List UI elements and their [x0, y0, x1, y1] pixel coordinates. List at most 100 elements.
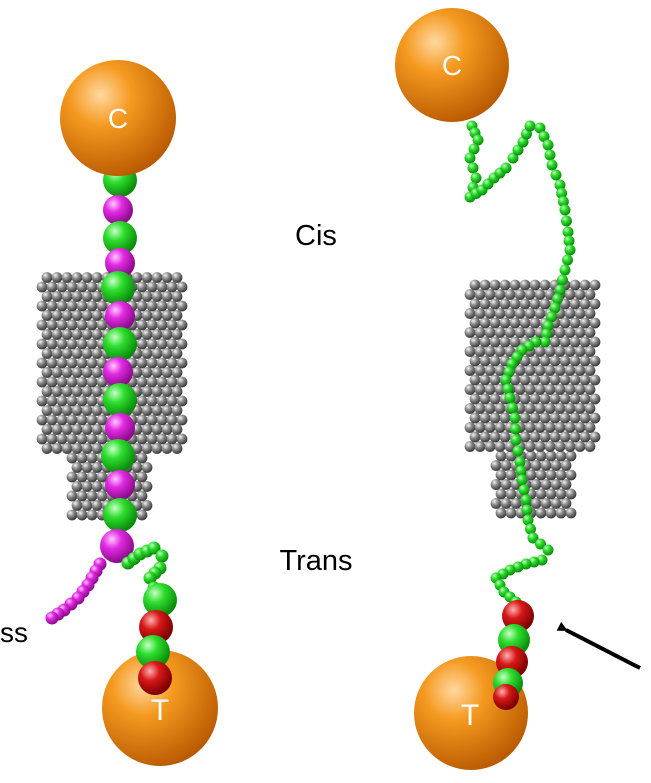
- pore-bead: [176, 433, 188, 445]
- pore-bead: [71, 500, 83, 511]
- pore-bead: [484, 327, 496, 338]
- green-chain-bead: [557, 274, 568, 286]
- red-bead: [138, 661, 172, 695]
- pore-bead: [589, 431, 601, 443]
- pore-bead: [81, 500, 93, 511]
- green-chain-bead: [557, 196, 569, 208]
- pore-bead: [141, 310, 153, 321]
- pore-bead: [66, 376, 78, 388]
- pore-bead: [96, 414, 108, 426]
- pore-bead: [499, 279, 511, 291]
- pore-bead: [56, 395, 68, 407]
- pore-bead: [56, 281, 68, 293]
- pore-bead: [509, 317, 521, 329]
- pore-bead: [574, 403, 586, 414]
- pore-bead: [156, 376, 168, 388]
- pore-bead: [560, 460, 572, 471]
- pore-bead: [484, 289, 496, 300]
- green-bead: [101, 271, 135, 305]
- pore-bead: [141, 386, 153, 397]
- right-nanopore: [464, 279, 601, 519]
- pore-bead: [141, 272, 153, 283]
- pore-bead: [479, 412, 491, 424]
- pore-bead: [156, 281, 168, 293]
- pore-bead: [474, 384, 486, 395]
- pore-bead: [61, 405, 73, 416]
- pore-bead: [529, 431, 541, 443]
- pore-bead: [579, 336, 591, 348]
- pore-bead: [564, 308, 576, 319]
- pore-bead: [519, 412, 531, 424]
- pore-bead: [141, 291, 153, 302]
- green-chain-bead: [538, 131, 550, 142]
- pore-bead: [555, 488, 567, 500]
- pore-bead: [171, 310, 183, 321]
- pore-bead: [559, 336, 571, 348]
- pore-bead: [494, 365, 506, 376]
- green-chain-bead: [539, 336, 551, 348]
- pore-bead: [91, 291, 103, 302]
- right-polymer-chain: [464, 120, 576, 710]
- pore-bead: [545, 507, 557, 519]
- green-chain-bead: [554, 179, 566, 191]
- green-bead: [103, 327, 137, 361]
- pore-bead: [91, 424, 103, 435]
- pore-bead: [584, 403, 596, 414]
- pore-bead: [86, 357, 98, 369]
- pore-bead: [524, 441, 536, 452]
- pore-bead: [529, 393, 541, 405]
- pore-bead: [584, 441, 596, 452]
- pore-bead: [51, 310, 63, 321]
- pore-bead: [494, 384, 506, 395]
- pore-bead: [81, 424, 93, 435]
- pore-bead: [495, 450, 507, 462]
- pore-bead: [61, 348, 73, 359]
- pore-bead: [519, 298, 531, 310]
- pore-bead: [469, 412, 481, 424]
- pore-bead: [146, 281, 158, 293]
- left-polymer-chain: [45, 163, 169, 625]
- pore-bead: [76, 319, 88, 331]
- pore-bead: [469, 298, 481, 310]
- pore-bead: [574, 384, 586, 395]
- pore-bead: [589, 355, 601, 367]
- pore-bead: [66, 338, 78, 350]
- pore-bead: [41, 443, 53, 454]
- pore-bead: [96, 376, 108, 388]
- pore-bead: [56, 433, 68, 445]
- pore-bead: [495, 488, 507, 500]
- pore-bead: [171, 348, 183, 359]
- pore-bead: [36, 395, 48, 407]
- pore-bead: [495, 469, 507, 481]
- green-chain-bead: [515, 465, 527, 477]
- pore-bead: [136, 357, 148, 369]
- pore-bead: [579, 298, 591, 310]
- pore-bead: [549, 374, 561, 386]
- pore-bead: [514, 327, 526, 338]
- pore-bead: [141, 367, 153, 378]
- pore-bead: [76, 357, 88, 369]
- pore-bead: [544, 441, 556, 452]
- pore-bead: [156, 395, 168, 407]
- pore-bead: [171, 443, 183, 454]
- green-chain-bead: [464, 152, 476, 164]
- pore-bead: [176, 357, 188, 369]
- pore-bead: [136, 300, 148, 312]
- green-chain-bead: [556, 187, 568, 199]
- pore-bead: [156, 357, 168, 369]
- green-bead: [103, 221, 137, 255]
- pore-bead: [489, 374, 501, 386]
- green-chain-bead: [546, 159, 558, 171]
- pore-bead: [524, 384, 536, 395]
- pore-bead: [156, 300, 168, 312]
- pore-bead: [176, 376, 188, 388]
- pore-bead: [166, 414, 178, 426]
- green-chain-bead: [552, 293, 563, 305]
- green-chain-bead: [534, 122, 546, 134]
- pore-bead: [171, 329, 183, 340]
- pore-bead: [66, 414, 78, 426]
- pore-bead: [464, 346, 476, 357]
- pore-bead: [484, 308, 496, 319]
- pore-bead: [579, 431, 591, 443]
- pore-bead: [494, 441, 506, 452]
